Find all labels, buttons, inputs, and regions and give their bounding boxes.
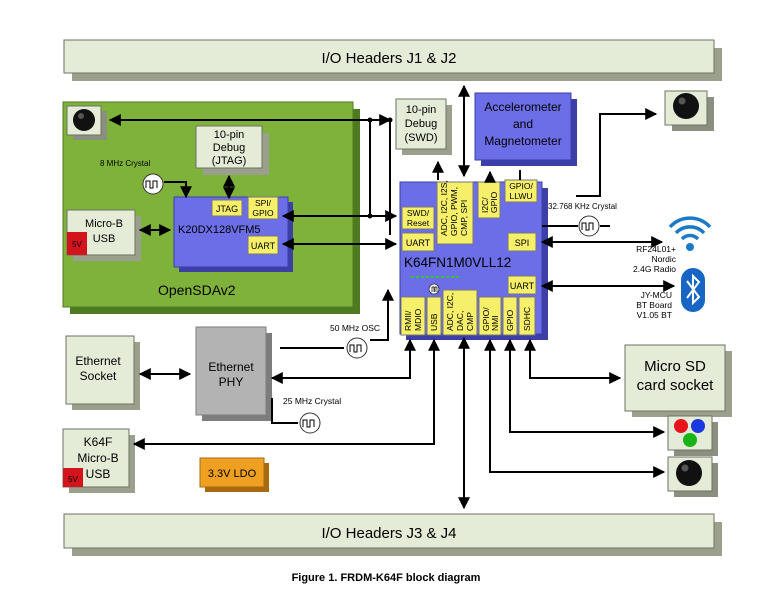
ethernet-socket: Ethernet Socket <box>65 335 140 410</box>
svg-text:Reset: Reset <box>407 218 430 228</box>
svg-text:ADC, I2C,: ADC, I2C, <box>445 293 455 331</box>
k64f-micro-b-usb: K64F Micro-B USB 5V <box>62 428 135 493</box>
svg-text:ADC, I2C, I2S,: ADC, I2C, I2S, <box>439 180 449 236</box>
ethernet-phy: Ethernet PHY <box>195 326 272 421</box>
usb-symbol-icon <box>428 283 440 295</box>
svg-text:GPIO/: GPIO/ <box>509 181 533 191</box>
debug-swd-header: 10-pin Debug (SWD) <box>395 98 452 155</box>
crystal-icon <box>346 337 368 359</box>
ldo-3v3: 3.3V LDO <box>199 457 269 492</box>
figure-caption: Figure 1. FRDM-K64F block diagram <box>292 572 481 584</box>
io-headers-j3-j4: I/O Headers J3 & J4 <box>63 513 722 556</box>
svg-text:MDIO: MDIO <box>413 308 423 331</box>
push-button-icon <box>66 105 107 140</box>
debug-jtag-header: 10-pin Debug (JTAG) <box>195 125 269 175</box>
crystal-25mhz-label: 25 MHz Crystal <box>283 396 341 406</box>
svg-text:GPIO, PWM,: GPIO, PWM, <box>449 187 459 236</box>
opensda-label: OpenSDAv2 <box>158 282 236 298</box>
push-button-icon <box>667 456 718 497</box>
svg-text:K64F: K64F <box>84 435 113 449</box>
svg-text:Debug: Debug <box>213 142 245 154</box>
svg-text:USB: USB <box>93 233 116 245</box>
svg-text:Accelerometer: Accelerometer <box>484 100 561 114</box>
svg-text:Debug: Debug <box>405 118 437 130</box>
svg-text:2.4G Radio: 2.4G Radio <box>633 264 676 274</box>
svg-text:K64FN1M0VLL12: K64FN1M0VLL12 <box>404 255 511 270</box>
svg-text:SDHC: SDHC <box>522 307 532 331</box>
svg-text:UART: UART <box>406 238 431 248</box>
svg-text:Micro-B: Micro-B <box>85 218 123 230</box>
svg-text:I/O Headers J1 & J2: I/O Headers J1 & J2 <box>321 50 456 67</box>
svg-text:CMP, SPI: CMP, SPI <box>459 200 469 236</box>
svg-text:USB: USB <box>86 467 111 481</box>
svg-text:DAC,: DAC, <box>455 311 465 331</box>
svg-text:(SWD): (SWD) <box>405 132 438 144</box>
svg-text:USB: USB <box>429 313 439 331</box>
wifi-icon <box>668 216 712 251</box>
svg-text:V1.05 BT: V1.05 BT <box>637 310 672 320</box>
crystal-icon <box>142 173 164 195</box>
bluetooth-icon <box>681 268 705 312</box>
svg-text:LLWU: LLWU <box>510 191 533 201</box>
svg-text:5V: 5V <box>72 240 82 249</box>
svg-text:Ethernet: Ethernet <box>208 360 254 374</box>
svg-text:GPIO/: GPIO/ <box>481 307 491 331</box>
svg-text:Micro SD: Micro SD <box>644 358 706 375</box>
crystal-icon <box>299 412 321 434</box>
svg-text:and: and <box>513 117 533 131</box>
svg-text:NMI: NMI <box>490 315 500 331</box>
svg-text:GPIO: GPIO <box>252 208 274 218</box>
svg-text:SPI/: SPI/ <box>255 198 272 208</box>
crystal-icon <box>578 215 600 237</box>
svg-text:GPIO: GPIO <box>505 309 515 331</box>
svg-text:(JTAG): (JTAG) <box>212 155 247 167</box>
svg-text:UART: UART <box>510 281 535 291</box>
svg-text:3.3V LDO: 3.3V LDO <box>208 468 257 480</box>
svg-text:RMII/: RMII/ <box>403 310 413 331</box>
svg-text:Nordic: Nordic <box>651 254 676 264</box>
connections <box>108 84 676 510</box>
io-headers-j1-j2: I/O Headers J1 & J2 <box>63 39 722 81</box>
svg-text:K20DX128VFM5: K20DX128VFM5 <box>178 224 261 236</box>
svg-text:SWD/: SWD/ <box>407 208 430 218</box>
svg-text:Magnetometer: Magnetometer <box>484 134 561 148</box>
svg-text:RF24L01+: RF24L01+ <box>636 244 676 254</box>
rgb-led-icon <box>667 415 718 456</box>
svg-text:Micro-B: Micro-B <box>77 451 118 465</box>
junction-dots <box>367 117 393 247</box>
svg-text:SPI: SPI <box>515 238 530 248</box>
svg-text:JTAG: JTAG <box>216 204 238 214</box>
svg-text:GPIO: GPIO <box>489 191 499 213</box>
svg-text:10-pin: 10-pin <box>406 104 437 116</box>
svg-text:UART: UART <box>251 241 276 251</box>
osc-50mhz-label: 50 MHz OSC <box>330 323 380 333</box>
svg-text:card socket: card socket <box>637 377 715 394</box>
accelerometer-magnetometer: Accelerometer and Magnetometer <box>474 92 577 166</box>
svg-text:I/O Headers J3 & J4: I/O Headers J3 & J4 <box>321 525 456 542</box>
svg-text:5V: 5V <box>68 475 78 484</box>
micro-sd-card-socket: Micro SD card socket <box>624 344 732 417</box>
k64-chip: SWD/ Reset UART ADC, I2C, I2S, GPIO, PWM… <box>399 179 548 340</box>
svg-text:PHY: PHY <box>219 375 244 389</box>
opensda-micro-b-usb: Micro-B USB 5V <box>66 209 141 261</box>
svg-text:I2C/: I2C/ <box>480 197 490 213</box>
crystal-32khz-label: 32.768 KHz Crystal <box>548 202 617 211</box>
svg-text:10-pin: 10-pin <box>214 129 245 141</box>
crystal-8mhz-label: 8 MHz Crystal <box>100 159 150 168</box>
push-button-icon <box>664 90 714 131</box>
svg-text:Socket: Socket <box>80 369 117 383</box>
svg-text:BT Board: BT Board <box>636 300 672 310</box>
svg-text:Ethernet: Ethernet <box>75 354 121 368</box>
svg-text:CMP: CMP <box>465 312 475 331</box>
svg-text:JY-MCU: JY-MCU <box>641 290 672 300</box>
k20-chip: K20DX128VFM5 JTAG SPI/ GPIO UART <box>173 196 293 272</box>
